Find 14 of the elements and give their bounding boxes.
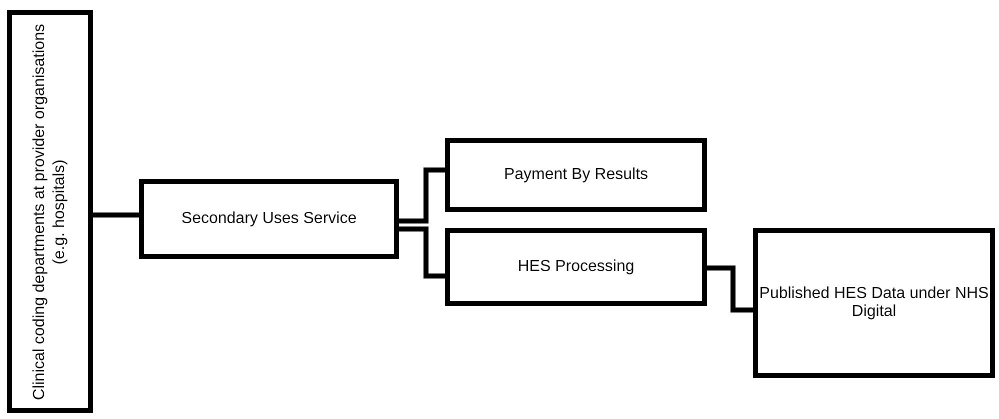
- process-box: [445, 138, 707, 212]
- box-label: Clinical coding departments at provider organisations (e.g. hospitals): [30, 22, 69, 402]
- connector-line: [397, 226, 447, 278]
- box-label: Payment By Results: [504, 166, 648, 184]
- box-label: Published HES Data under NHS Digital: [758, 285, 990, 321]
- box-label: HES Processing: [518, 258, 634, 276]
- box-label: Secondary Uses Service: [181, 210, 357, 228]
- process-box: [753, 228, 995, 378]
- connector-line: [397, 168, 447, 224]
- process-box: [445, 228, 707, 306]
- process-box: [139, 179, 399, 259]
- connector-line: [91, 212, 141, 218]
- connector-line: [705, 266, 755, 312]
- process-box: [7, 10, 93, 413]
